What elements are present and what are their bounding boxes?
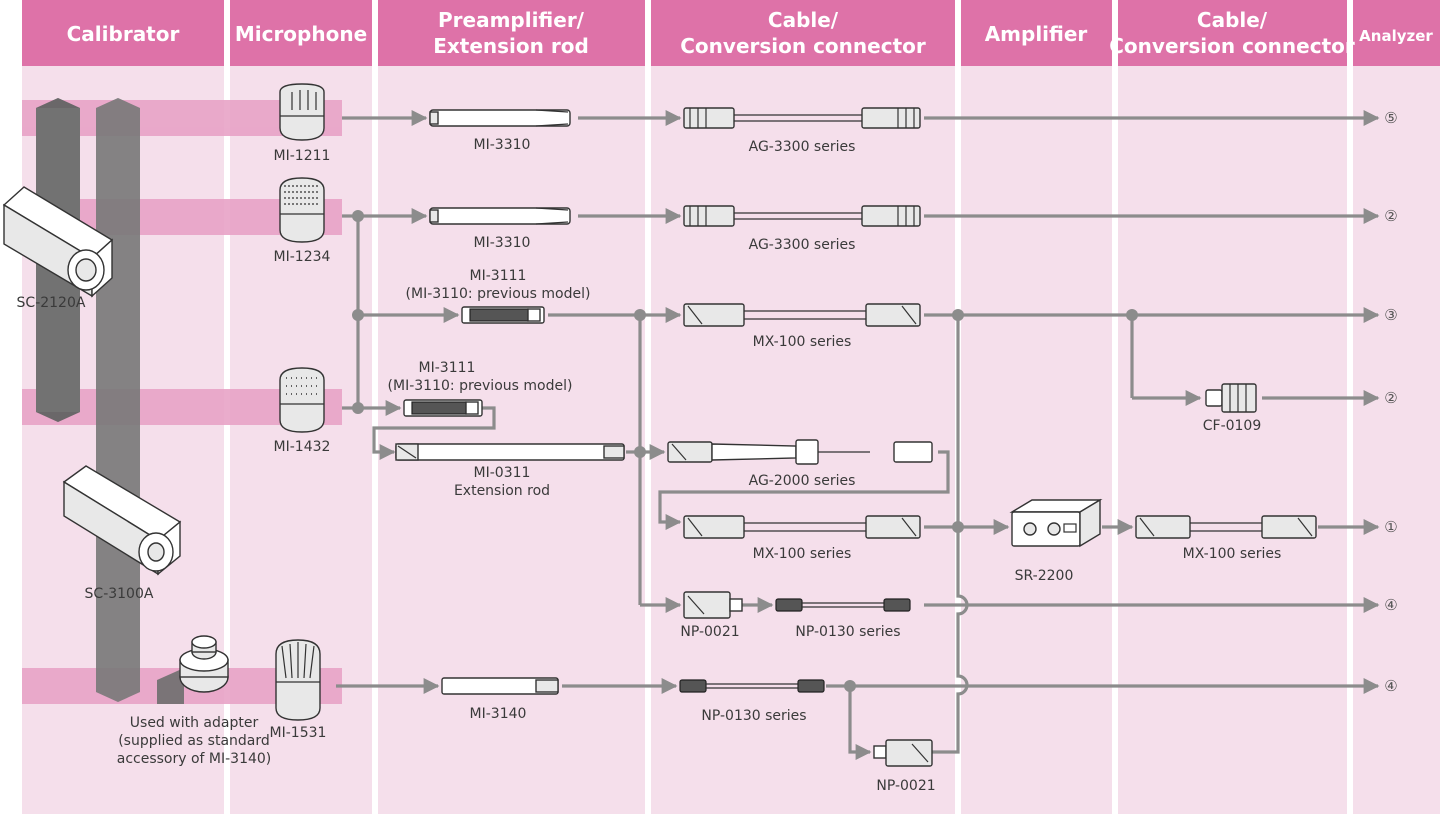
analyzer-port-row2: ② — [1384, 207, 1397, 225]
mi3111-label-a-line2: (MI-3110: previous model) — [406, 286, 591, 302]
mi3310-label-a: MI-3310 — [474, 137, 531, 153]
sc2120a-calibrator-icon — [2, 186, 114, 298]
mi1234-microphone-icon — [279, 177, 325, 243]
np0021-connector-icon-b — [873, 739, 933, 767]
sr2200-label: SR-2200 — [1015, 568, 1074, 584]
mx100-label-b: MX-100 series — [753, 546, 852, 562]
np0021-label-a: NP-0021 — [680, 624, 739, 640]
header-calibrator: Calibrator — [67, 22, 180, 46]
header-amplifier: Amplifier — [985, 22, 1088, 46]
sc2120a-label: SC-2120A — [17, 295, 86, 311]
mi3111-preamp-icon-b — [403, 399, 483, 417]
mx100-cable-icon-c — [1135, 515, 1317, 539]
analyzer-port-row1: ⑤ — [1384, 109, 1397, 127]
header-microphone: Microphone — [235, 22, 367, 46]
mi1432-label: MI-1432 — [274, 439, 331, 455]
cf0109-connector-icon — [1205, 383, 1257, 413]
adapter-icon — [179, 635, 229, 693]
junction-dots — [352, 210, 1138, 692]
np0130-label-b: NP-0130 series — [701, 708, 806, 724]
mi0311-label-line2: Extension rod — [454, 483, 550, 499]
np0130-cable-icon-b — [679, 679, 825, 693]
mi3310-preamp-icon-a — [429, 109, 571, 127]
mi1211-label: MI-1211 — [274, 148, 331, 164]
ag3300-label-a: AG-3300 series — [749, 139, 856, 155]
sc3100a-label: SC-3100A — [85, 586, 154, 602]
np0021-connector-icon-a — [683, 591, 743, 619]
ag3300-cable-icon-a — [683, 107, 921, 129]
adapter-label-line2: (supplied as standard — [118, 733, 270, 749]
ag3300-label-b: AG-3300 series — [749, 237, 856, 253]
mx100-label-a: MX-100 series — [753, 334, 852, 350]
mx100-label-c: MX-100 series — [1183, 546, 1282, 562]
mi3310-label-b: MI-3310 — [474, 235, 531, 251]
mi1531-microphone-icon — [275, 639, 321, 721]
mi1211-microphone-icon — [279, 83, 325, 141]
ag2000-cable-icon — [667, 439, 933, 465]
mi1432-microphone-icon — [279, 367, 325, 433]
analyzer-port-row3: ③ — [1384, 306, 1397, 324]
mi3111-label-a-line1: MI-3111 — [470, 268, 527, 284]
header-cable1-line1: Cable/ — [768, 8, 839, 32]
ag2000-label: AG-2000 series — [749, 473, 856, 489]
header-bars — [22, 0, 1440, 66]
ag3300-cable-icon-b — [683, 205, 921, 227]
adapter-label-line3: accessory of MI-3140) — [117, 751, 272, 767]
header-cable2-line2: Conversion connector — [1109, 34, 1355, 58]
mx100-cable-icon-b — [683, 515, 921, 539]
sc3100a-calibrator-icon — [62, 465, 182, 576]
cf0109-label: CF-0109 — [1203, 418, 1262, 434]
header-preamp-line1: Preamplifier/ — [438, 8, 585, 32]
connection-lines — [336, 110, 1380, 760]
mi0311-extension-rod-icon — [395, 443, 625, 461]
mi1234-label: MI-1234 — [274, 249, 331, 265]
header-analyzer: Analyzer — [1359, 27, 1433, 45]
mi1531-label: MI-1531 — [270, 725, 327, 741]
np0021-label-b: NP-0021 — [876, 778, 935, 794]
header-preamp-line2: Extension rod — [433, 34, 589, 58]
np0130-cable-icon-a — [775, 598, 911, 612]
analyzer-port-row5: ① — [1384, 518, 1397, 536]
mi3111-label-b-line2: (MI-3110: previous model) — [388, 378, 573, 394]
analyzer-port-row6: ④ — [1384, 596, 1397, 614]
mi3111-preamp-icon-a — [461, 306, 545, 324]
header-cable1-line2: Conversion connector — [680, 34, 926, 58]
analyzer-port-row4: ② — [1384, 389, 1397, 407]
mi3140-label: MI-3140 — [470, 706, 527, 722]
analyzer-port-row7: ④ — [1384, 677, 1397, 695]
mx100-cable-icon-a — [683, 303, 921, 327]
mi0311-label-line1: MI-0311 — [474, 465, 531, 481]
header-cable2-line1: Cable/ — [1197, 8, 1268, 32]
mi3111-label-b-line1: MI-3111 — [419, 360, 476, 376]
np0130-label-a: NP-0130 series — [795, 624, 900, 640]
mi3310-preamp-icon-b — [429, 207, 571, 225]
adapter-label-line1: Used with adapter — [130, 715, 259, 731]
mi3140-preamp-icon — [441, 677, 559, 695]
sr2200-amplifier-icon — [1009, 498, 1103, 548]
